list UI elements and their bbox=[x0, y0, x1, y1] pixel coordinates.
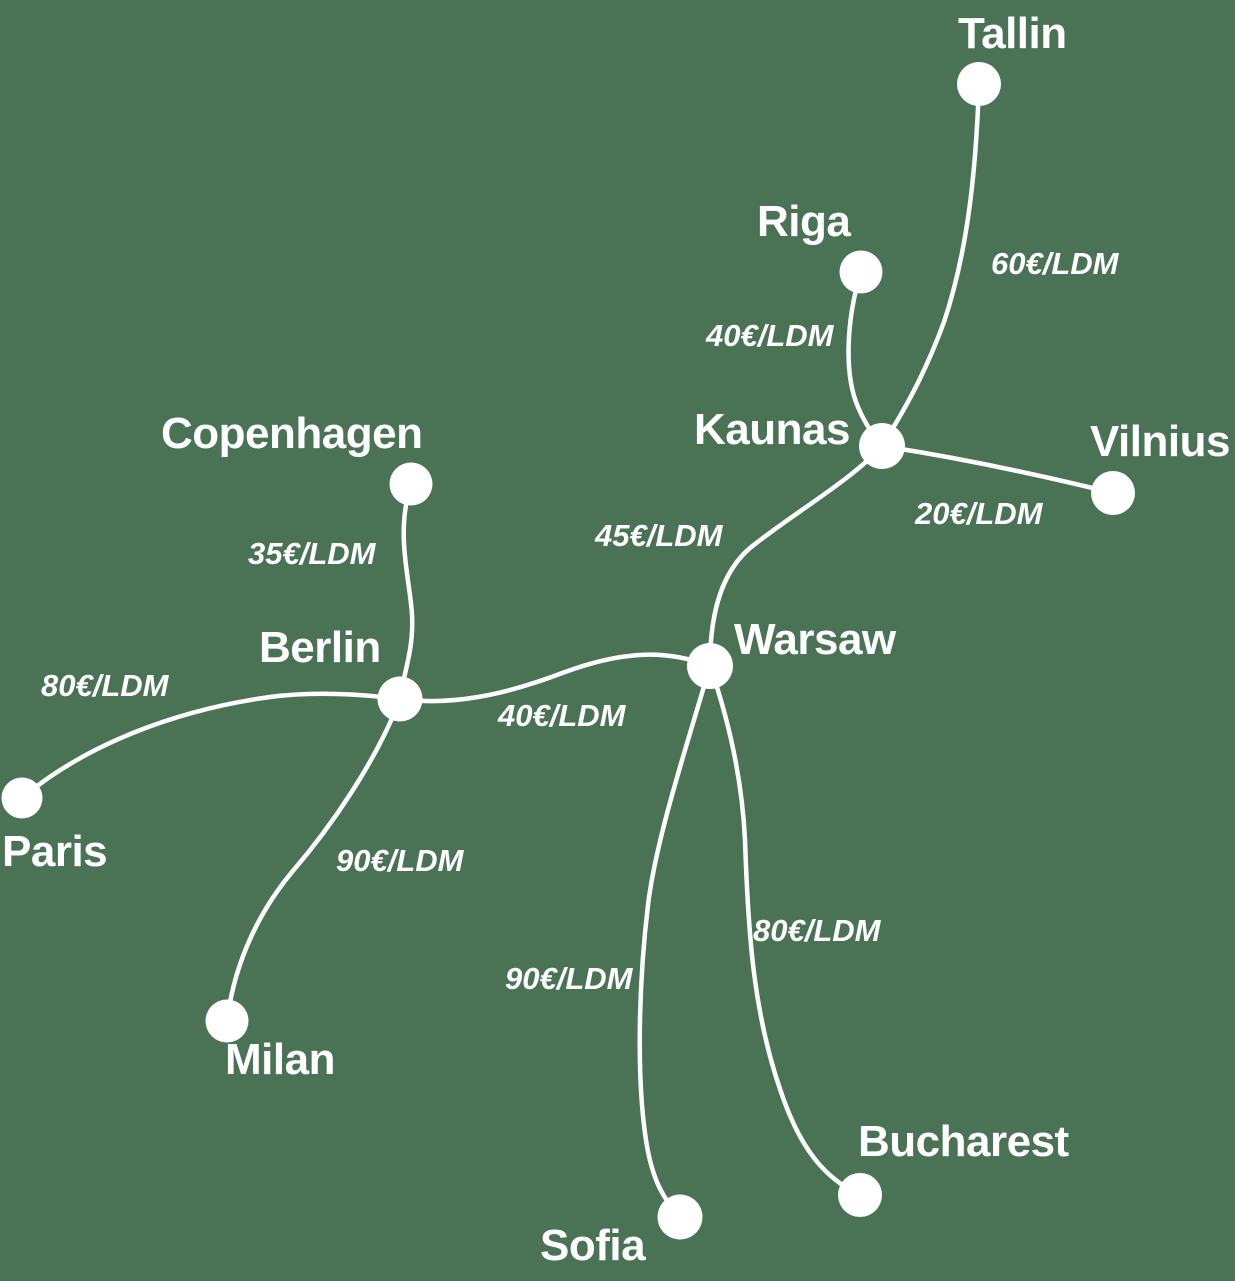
route-price-warsaw-kaunas: 45€/LDM bbox=[595, 518, 723, 553]
route-price-kaunas-vilnius: 20€/LDM bbox=[915, 496, 1043, 531]
city-label-tallin: Tallin bbox=[958, 9, 1067, 58]
route-price-berlin-paris: 80€/LDM bbox=[41, 668, 169, 703]
route-price-berlin-copenhagen: 35€/LDM bbox=[248, 536, 376, 571]
city-node-berlin bbox=[377, 676, 423, 722]
route-line-berlin-copenhagen bbox=[397, 481, 415, 702]
city-label-riga: Riga bbox=[757, 197, 851, 246]
city-label-berlin: Berlin bbox=[259, 623, 381, 672]
city-label-paris: Paris bbox=[2, 827, 108, 876]
route-line-berlin-paris bbox=[19, 691, 403, 801]
city-label-milan: Milan bbox=[225, 1035, 335, 1084]
route-price-warsaw-bucharest: 80€/LDM bbox=[753, 913, 881, 948]
city-node-copenhagen bbox=[389, 462, 433, 506]
route-line-kaunas-vilnius bbox=[879, 443, 1116, 496]
route-price-warsaw-sofia: 90€/LDM bbox=[505, 961, 633, 996]
route-price-warsaw-berlin: 40€/LDM bbox=[498, 698, 626, 733]
city-node-kaunas bbox=[859, 423, 905, 469]
city-node-sofia bbox=[657, 1194, 703, 1240]
route-line-kaunas-riga bbox=[846, 269, 885, 449]
route-line-berlin-milan bbox=[224, 696, 403, 1024]
city-label-copenhagen: Copenhagen bbox=[161, 409, 423, 458]
route-line-warsaw-berlin bbox=[397, 652, 713, 704]
route-line-warsaw-bucharest bbox=[707, 663, 863, 1198]
city-label-bucharest: Bucharest bbox=[858, 1117, 1069, 1166]
city-node-milan bbox=[205, 999, 249, 1043]
route-line-warsaw-sofia bbox=[637, 663, 713, 1220]
city-node-bucharest bbox=[838, 1173, 882, 1217]
city-label-warsaw: Warsaw bbox=[734, 615, 896, 664]
city-label-sofia: Sofia bbox=[540, 1221, 646, 1270]
route-line-kaunas-tallin bbox=[879, 81, 982, 449]
city-node-tallin bbox=[957, 62, 1001, 106]
city-node-vilnius bbox=[1091, 471, 1135, 515]
route-price-kaunas-tallin: 60€/LDM bbox=[991, 246, 1119, 281]
route-price-berlin-milan: 90€/LDM bbox=[336, 843, 464, 878]
route-price-kaunas-riga: 40€/LDM bbox=[706, 318, 834, 353]
city-node-warsaw bbox=[687, 643, 733, 689]
city-node-riga bbox=[839, 250, 883, 294]
city-label-kaunas: Kaunas bbox=[694, 405, 850, 454]
city-node-paris bbox=[1, 777, 43, 819]
route-line-warsaw-kaunas bbox=[707, 443, 885, 669]
city-label-vilnius: Vilnius bbox=[1090, 417, 1230, 466]
